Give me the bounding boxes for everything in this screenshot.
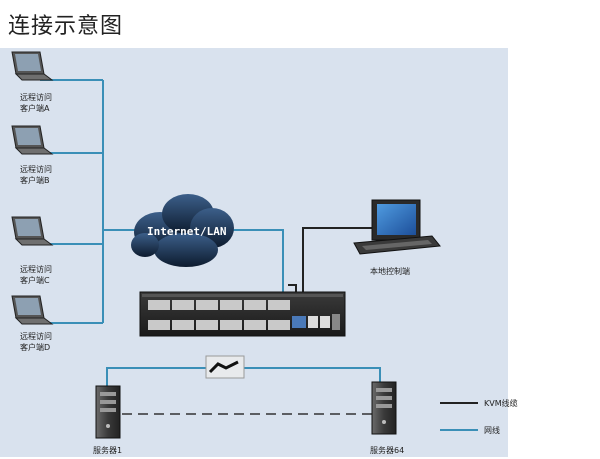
server-64-icon bbox=[371, 381, 397, 435]
client-b-label-line2: 客户端B bbox=[20, 175, 50, 185]
switch-ports bbox=[148, 300, 290, 330]
local-console-label: 本地控制端 bbox=[370, 266, 410, 276]
client-a-label-line1: 远程访问 bbox=[20, 92, 52, 102]
local-console-icon bbox=[353, 199, 441, 255]
client-d-label-line2: 客户端D bbox=[20, 342, 50, 352]
legend: KVM线缆 网线 bbox=[440, 398, 518, 435]
client-laptop-d bbox=[11, 295, 54, 325]
client-d-label-line1: 远程访问 bbox=[20, 331, 52, 341]
client-laptop-b bbox=[11, 125, 54, 155]
client-b-label-line1: 远程访问 bbox=[20, 164, 52, 174]
laptop-keyboard-icon bbox=[14, 73, 54, 81]
legend-kvm-label: KVM线缆 bbox=[484, 398, 518, 408]
console-ports bbox=[292, 314, 340, 330]
client-c-label-line2: 客户端C bbox=[20, 275, 50, 285]
laptop-keyboard-icon bbox=[14, 317, 54, 325]
page-title: 连接示意图 bbox=[8, 14, 124, 39]
server-64-label: 服务器64 bbox=[370, 445, 404, 455]
server-1-label: 服务器1 bbox=[93, 445, 122, 455]
server-1-icon bbox=[95, 385, 121, 439]
client-a-label-line2: 客户端A bbox=[20, 103, 50, 113]
kvm-switch bbox=[139, 291, 346, 337]
client-laptop-c bbox=[11, 216, 54, 246]
laptop-keyboard-icon bbox=[14, 238, 54, 246]
client-laptop-a bbox=[11, 51, 54, 81]
cloud-label: Internet/LAN bbox=[147, 225, 226, 238]
diagram-panel bbox=[0, 48, 508, 457]
client-c-label-line1: 远程访问 bbox=[20, 264, 52, 274]
legend-network-label: 网线 bbox=[484, 425, 500, 435]
cable-adapter-icon bbox=[205, 355, 245, 379]
laptop-keyboard-icon bbox=[14, 147, 54, 155]
internet-cloud-icon bbox=[131, 194, 234, 267]
